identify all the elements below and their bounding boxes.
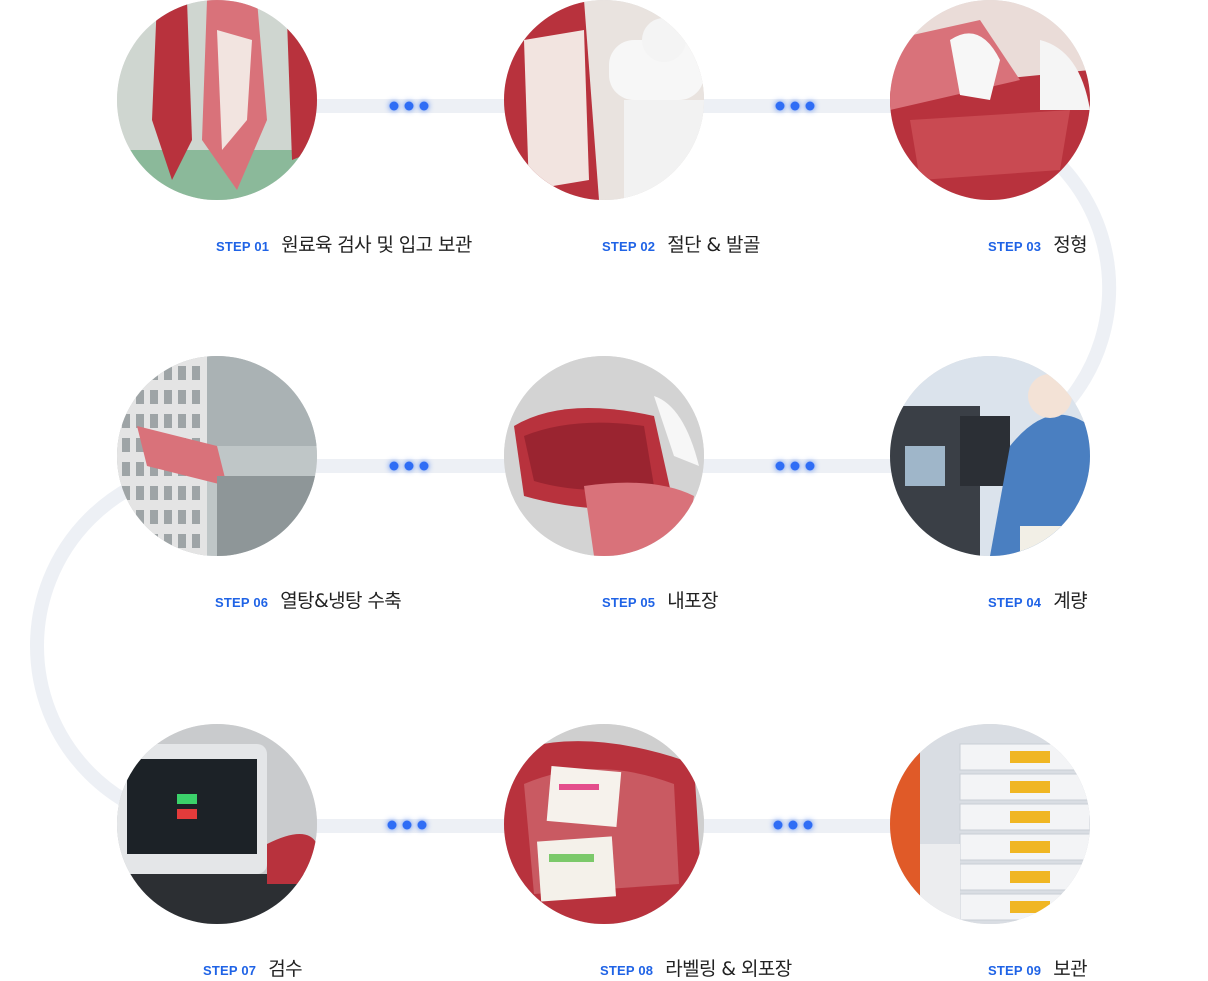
connector-dot <box>775 101 785 111</box>
connector-dots <box>775 101 815 111</box>
step-number: STEP 01 <box>216 239 270 254</box>
step-title: 검수 <box>268 958 302 980</box>
boxed-storage-photo <box>890 724 1090 924</box>
vacuum-packed-meat-photo <box>504 356 704 556</box>
step-title: 원료육 검사 및 입고 보관 <box>281 234 472 256</box>
step-label: STEP 08 라벨링 & 외포장 <box>600 954 792 981</box>
connector-dots <box>773 820 813 830</box>
step-title: 열탕&냉탕 수축 <box>280 590 402 612</box>
connector-dot <box>404 461 414 471</box>
connector-dot <box>805 461 815 471</box>
step-label: STEP 02 절단 & 발골 <box>602 230 760 257</box>
step-number: STEP 06 <box>215 595 269 610</box>
connector-dot <box>805 101 815 111</box>
step-title: 내포장 <box>667 590 718 612</box>
connector-dot <box>773 820 783 830</box>
step-label: STEP 05 내포장 <box>602 586 718 613</box>
carcass-cutting-photo <box>504 0 704 200</box>
step-number: STEP 04 <box>988 595 1042 610</box>
step-number: STEP 09 <box>988 963 1042 978</box>
step-label: STEP 07 검수 <box>203 954 303 981</box>
connector-dot <box>803 820 813 830</box>
connector-dots <box>389 461 429 471</box>
connector-dot <box>419 101 429 111</box>
step-number: STEP 08 <box>600 963 654 978</box>
connector-dot <box>404 101 414 111</box>
labeled-meat-photo <box>504 724 704 924</box>
inspection-monitor-photo <box>117 724 317 924</box>
step-label: STEP 04 계량 <box>988 586 1088 613</box>
connector-dot <box>419 461 429 471</box>
connector-dot <box>389 461 399 471</box>
hot-cold-shrink-tunnel-photo <box>117 356 317 556</box>
connector-dots <box>387 820 427 830</box>
connector-dot <box>788 820 798 830</box>
connector-dots <box>389 101 429 111</box>
connector-dot <box>790 101 800 111</box>
step-label: STEP 01 원료육 검사 및 입고 보관 <box>216 230 472 257</box>
connector-dot <box>402 820 412 830</box>
step-title: 정형 <box>1053 234 1087 256</box>
step-number: STEP 02 <box>602 239 656 254</box>
connector-dot <box>387 820 397 830</box>
connector-dot <box>389 101 399 111</box>
step-title: 보관 <box>1053 958 1087 980</box>
connector-dot <box>417 820 427 830</box>
step-title: 절단 & 발골 <box>667 234 760 256</box>
step-number: STEP 03 <box>988 239 1042 254</box>
step-title: 계량 <box>1053 590 1087 612</box>
connector-dot <box>790 461 800 471</box>
connector-dots <box>775 461 815 471</box>
step-label: STEP 03 정형 <box>988 230 1088 257</box>
hanging-carcass-photo <box>117 0 317 200</box>
step-number: STEP 05 <box>602 595 656 610</box>
connector-dot <box>775 461 785 471</box>
weighing-station-photo <box>890 356 1090 556</box>
step-number: STEP 07 <box>203 963 257 978</box>
step-label: STEP 06 열탕&냉탕 수축 <box>215 586 402 613</box>
meat-trimming-photo <box>890 0 1090 200</box>
step-label: STEP 09 보관 <box>988 954 1088 981</box>
step-title: 라벨링 & 외포장 <box>665 958 792 980</box>
